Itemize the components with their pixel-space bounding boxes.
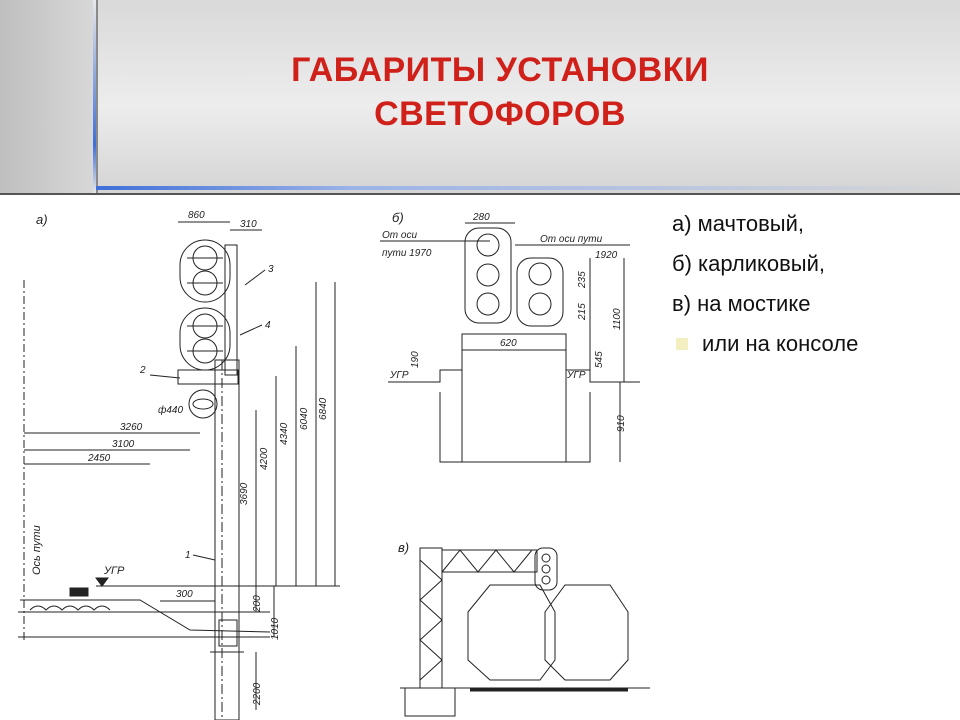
ot-osi-right: От оси пути (540, 234, 603, 245)
banner-blue-accent (93, 0, 96, 193)
callout-line-2 (149, 374, 181, 379)
head-1-a (179, 239, 231, 303)
route-indicator-a (188, 389, 218, 419)
square-bullet-icon (676, 338, 688, 350)
dim-2450: 2450 (87, 453, 111, 464)
dim-200: 200 (252, 595, 263, 613)
column-foundation (404, 687, 456, 717)
list-item-text: в) на мостике (672, 291, 811, 316)
clearance-outline-2 (544, 584, 629, 681)
dim-860: 860 (188, 210, 205, 221)
list-item: в) на мостике (672, 290, 952, 318)
dim-280: 280 (472, 212, 490, 223)
banner-bottom-accent (96, 186, 960, 190)
ballast-a (29, 605, 111, 611)
dim-910: 910 (616, 415, 627, 432)
callout-line-3 (244, 269, 266, 286)
dim-1010: 1010 (270, 617, 281, 640)
beam-lattice (441, 549, 533, 573)
puti-left: пути 1970 (382, 248, 432, 259)
list-item: а) мачтовый, (672, 210, 952, 238)
ladder-a (224, 244, 238, 376)
callout-3: 3 (268, 264, 274, 275)
list-item: или на консоле (672, 330, 952, 358)
dim-6840: 6840 (318, 397, 329, 420)
route-indicator-lens-a (192, 398, 214, 410)
head-2lamp-b (516, 257, 564, 327)
signal-type-list: а) мачтовый, б) карликовый, в) на мостик… (672, 210, 952, 370)
callout-4: 4 (265, 320, 271, 331)
lamp-b4 (528, 262, 552, 286)
callout-1: 1 (185, 550, 191, 561)
foundation-b (461, 333, 567, 463)
dim-620: 620 (500, 338, 517, 349)
dim-3690: 3690 (239, 482, 250, 505)
bridge-lamp-2 (541, 564, 551, 574)
ugr-right-b: УГР (566, 370, 586, 381)
bridge-column (419, 547, 443, 689)
dim-300: 300 (176, 589, 193, 600)
dim-3100: 3100 (112, 439, 135, 450)
dim-215: 215 (577, 303, 588, 321)
signal-clearance-drawing: а) Ось пути УГР 6840 (18, 210, 650, 720)
dim-6040: 6040 (299, 407, 310, 430)
ground-left-b (388, 369, 462, 383)
axis-label-a: Ось пути (31, 525, 43, 575)
dim-235: 235 (577, 271, 588, 289)
drawing-a-mast-signal: а) Ось пути УГР 6840 (18, 210, 340, 720)
dim-4200: 4200 (259, 447, 270, 470)
bracket-a (177, 369, 239, 385)
bridge-signal-head (534, 547, 558, 591)
bridge-beam (441, 549, 538, 573)
drawing-c-bridge-signal: в) (398, 540, 650, 717)
list-item: б) карликовый, (672, 250, 952, 278)
mast-clamp-a (218, 619, 238, 647)
slide-title-line2: СВЕТОФОРОВ (374, 95, 626, 133)
slide-title-line1: ГАБАРИТЫ УСТАНОВКИ (291, 51, 709, 89)
mast-a (214, 359, 240, 720)
lamp-b5 (528, 292, 552, 316)
clearance-outline-1 (467, 584, 556, 681)
pit-b (439, 392, 591, 463)
dim-3260: 3260 (120, 422, 143, 433)
title-banner: ГАБАРИТЫ УСТАНОВКИ СВЕТОФОРОВ (0, 0, 960, 195)
embankment-a (20, 599, 271, 633)
dim-phi440: ф440 (158, 404, 183, 416)
lamp-b1 (476, 233, 500, 257)
ugr-left-b: УГР (389, 370, 409, 381)
dim-190: 190 (410, 351, 421, 368)
ugr-arrow-a (95, 577, 109, 587)
dim-1920: 1920 (595, 250, 618, 261)
label-c: в) (398, 540, 409, 555)
dim-310: 310 (240, 219, 257, 230)
list-item-text: б) карликовый, (672, 251, 826, 276)
lamp-b2 (476, 263, 500, 287)
label-a: а) (36, 212, 48, 227)
callout-2: 2 (139, 365, 146, 376)
bridge-lamp-3 (541, 575, 551, 585)
bridge-lamp-1 (541, 553, 551, 563)
head-3lamp-b (464, 227, 512, 324)
ot-osi-left: От оси (382, 230, 417, 241)
lamp-b3 (476, 292, 500, 316)
banner-side-stripe (0, 0, 98, 193)
slide-title: ГАБАРИТЫ УСТАНОВКИ СВЕТОФОРОВ (170, 48, 830, 136)
dim-1100: 1100 (612, 308, 623, 330)
callout-line-1 (192, 554, 216, 561)
drawing-b-dwarf-signal: б) 280 От оси пути 1970 От оси пути 1920… (380, 210, 640, 463)
list-item-text: или на консоле (702, 331, 859, 356)
list-item-text: а) мачтовый, (672, 211, 804, 236)
rail-a (69, 587, 89, 597)
label-b: б) (392, 210, 404, 225)
dim-4340: 4340 (279, 422, 290, 445)
ugr-label-a: УГР (103, 565, 125, 577)
column-lattice (419, 559, 443, 681)
callout-line-4 (239, 324, 263, 336)
dim-545: 545 (594, 351, 605, 368)
dim-2200: 2200 (252, 682, 263, 706)
